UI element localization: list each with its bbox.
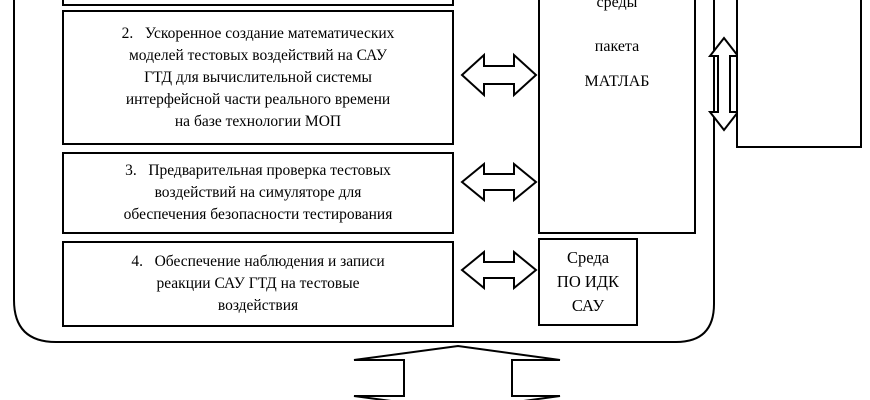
ido-env-line-2: ПО ИДК xyxy=(556,272,620,291)
step-2-line-4: интерфейсной части реального времени xyxy=(125,90,391,108)
step-3-line-1: 3. Предварительная проверка тестовых xyxy=(124,160,393,182)
bottom-double-arrow xyxy=(353,344,561,400)
double-arrow-step3 xyxy=(460,161,538,203)
step-2-line-2: моделей тестовых воздействий на САУ xyxy=(129,46,387,64)
step-3-text-1: Предварительная проверка тестовых xyxy=(148,162,391,179)
step-3-line-2: воздействий на симуляторе для xyxy=(154,184,362,201)
step-2-number: 2. xyxy=(121,24,134,42)
step-3-line-3: обеспечения безопасности тестирования xyxy=(123,206,393,223)
matlab-env-line-3: МАТЛАБ xyxy=(584,73,650,90)
step-2-line-3: ГТД для вычислительной системы xyxy=(144,68,372,86)
step-2-text-1: Ускоренное создание математических xyxy=(144,24,395,42)
outer-frame xyxy=(13,0,715,343)
step-4-line-2: реакции САУ ГТД на тестовые xyxy=(156,275,360,292)
matlab-environment-box: среды пакета МАТЛАБ xyxy=(538,0,696,234)
step-2-line-5: на базе технологии МОП xyxy=(174,112,342,130)
step-2-line-1: 2. Ускоренное создание математических xyxy=(122,23,395,45)
matlab-env-line-2: пакета xyxy=(594,38,640,55)
vertical-double-arrow-right xyxy=(707,36,741,132)
double-arrow-step2 xyxy=(460,52,538,98)
matlab-env-line-1: среды xyxy=(596,0,638,11)
step-2-box: 2. Ускоренное создание математических мо… xyxy=(62,10,454,145)
right-external-box xyxy=(736,0,862,148)
step-4-line-3: воздействия xyxy=(217,297,299,314)
step-4-line-1: 4. Обеспечение наблюдения и записи xyxy=(131,251,384,273)
ido-environment-box: Среда ПО ИДК САУ xyxy=(538,238,638,326)
step-4-box: 4. Обеспечение наблюдения и записи реакц… xyxy=(62,241,454,327)
step-3-box: 3. Предварительная проверка тестовых воз… xyxy=(62,152,454,234)
double-arrow-step4 xyxy=(460,249,538,291)
step-4-text-1: Обеспечение наблюдения и записи xyxy=(154,253,385,270)
step-3-number: 3. xyxy=(125,162,137,179)
ido-env-line-3: САУ xyxy=(571,296,605,315)
step-1-box-cropped xyxy=(62,0,454,6)
ido-env-line-1: Среда xyxy=(566,248,610,267)
step-4-number: 4. xyxy=(131,253,143,270)
